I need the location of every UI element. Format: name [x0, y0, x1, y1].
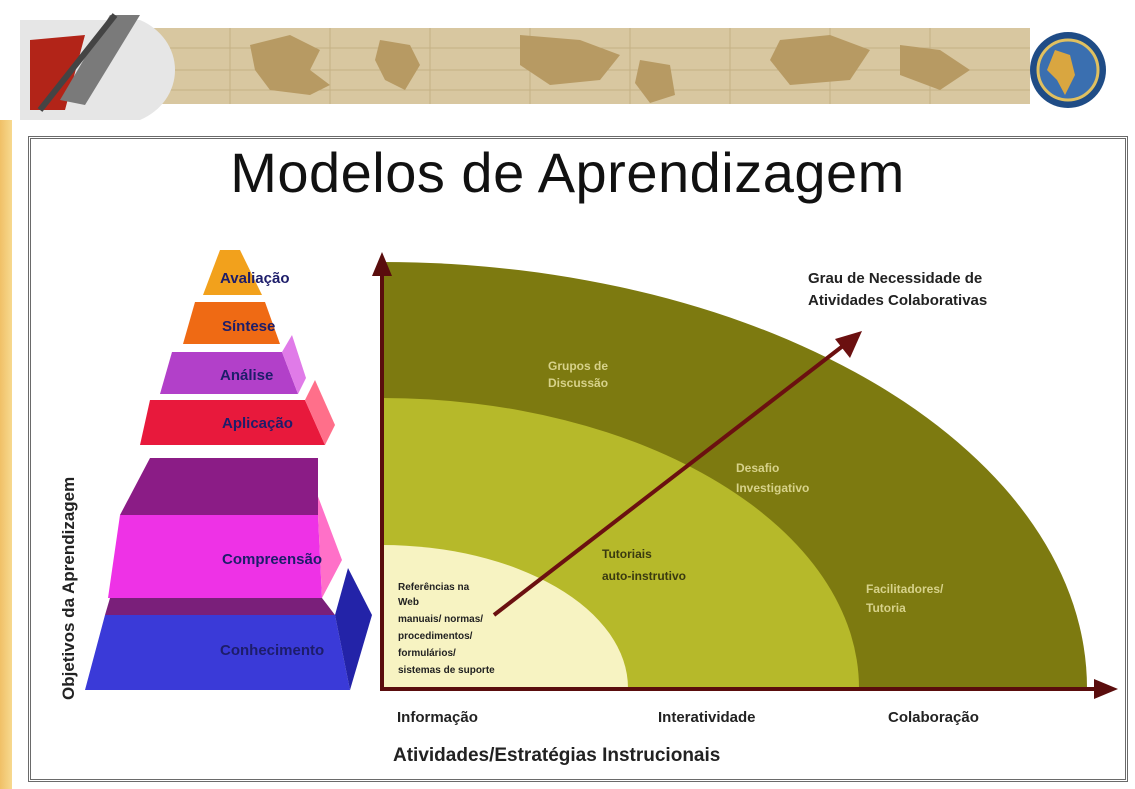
logo-left [20, 13, 176, 120]
x-tick-colaboracao: Colaboração [888, 709, 979, 726]
pyramid-label-sintese: Síntese [222, 318, 275, 335]
zone-label-tutoriais-2: auto-instrutivo [602, 569, 686, 583]
globe-seal-icon [1030, 32, 1106, 108]
x-axis-title: Atividades/Estratégias Instrucionais [393, 745, 720, 766]
zone-areas [382, 262, 1087, 688]
zone-label-facilitadores-2: Tutoria [866, 601, 906, 615]
zone-label-inner-6: sistemas de suporte [398, 665, 495, 676]
continents-icon [250, 35, 970, 103]
zone-label-inner-4: procedimentos/ [398, 631, 473, 642]
zone-label-facilitadores-1: Facilitadores/ [866, 582, 944, 596]
pyramid-block-conhecimento [85, 615, 350, 690]
zone-label-inner-1: Referências na [398, 582, 470, 593]
x-arrow-head-icon [1094, 679, 1118, 699]
pyramid-label-analise: Análise [220, 367, 273, 384]
pyramid-label-avaliacao: Avaliação [220, 270, 290, 287]
zone-label-grupos-2: Discussão [548, 376, 608, 390]
axes [372, 252, 1118, 699]
y-arrow-head-icon [372, 252, 392, 276]
zone-label-desafio-2: Investigativo [736, 481, 809, 495]
zone-label-inner-5: formulários/ [398, 648, 456, 659]
zone-label-inner-3: manuais/ normas/ [398, 614, 483, 625]
pyramid-block-sintese [183, 302, 280, 344]
x-tick-interatividade: Interatividade [658, 709, 756, 726]
pyramid-block-avaliacao [203, 250, 262, 295]
pyramid-label-conhecimento: Conhecimento [220, 642, 324, 659]
slide-title: Modelos de Aprendizagem [230, 141, 905, 204]
pyramid-block-aplicacao [140, 400, 325, 445]
zone-inner [382, 545, 628, 688]
zone-label-tutoriais-1: Tutoriais [602, 547, 652, 561]
arrow-label-line1: Grau de Necessidade de [808, 270, 982, 287]
zone-label-inner-2: Web [398, 597, 419, 608]
arrow-label-line2: Atividades Colaborativas [808, 292, 987, 309]
zone-label-desafio-1: Desafio [736, 461, 779, 475]
left-accent-strip [0, 120, 12, 789]
pyramid-block-compreensao [108, 515, 322, 598]
diagonal-arrow-head-icon [835, 331, 862, 358]
pyramid-label-compreensao: Compreensão [222, 551, 322, 568]
x-tick-informacao: Informação [397, 709, 478, 726]
bloom-pyramid: Avaliação Síntese Análise Aplicação Comp… [59, 250, 372, 700]
pyramid-axis-label: Objetivos da Aprendizagem [59, 477, 78, 700]
header-banner [20, 13, 1106, 120]
zone-label-grupos-1: Grupos de [548, 359, 608, 373]
collaboration-arrow [492, 331, 862, 617]
pyramid-label-aplicacao: Aplicação [222, 415, 293, 432]
pyramid-block-analise [160, 352, 298, 394]
